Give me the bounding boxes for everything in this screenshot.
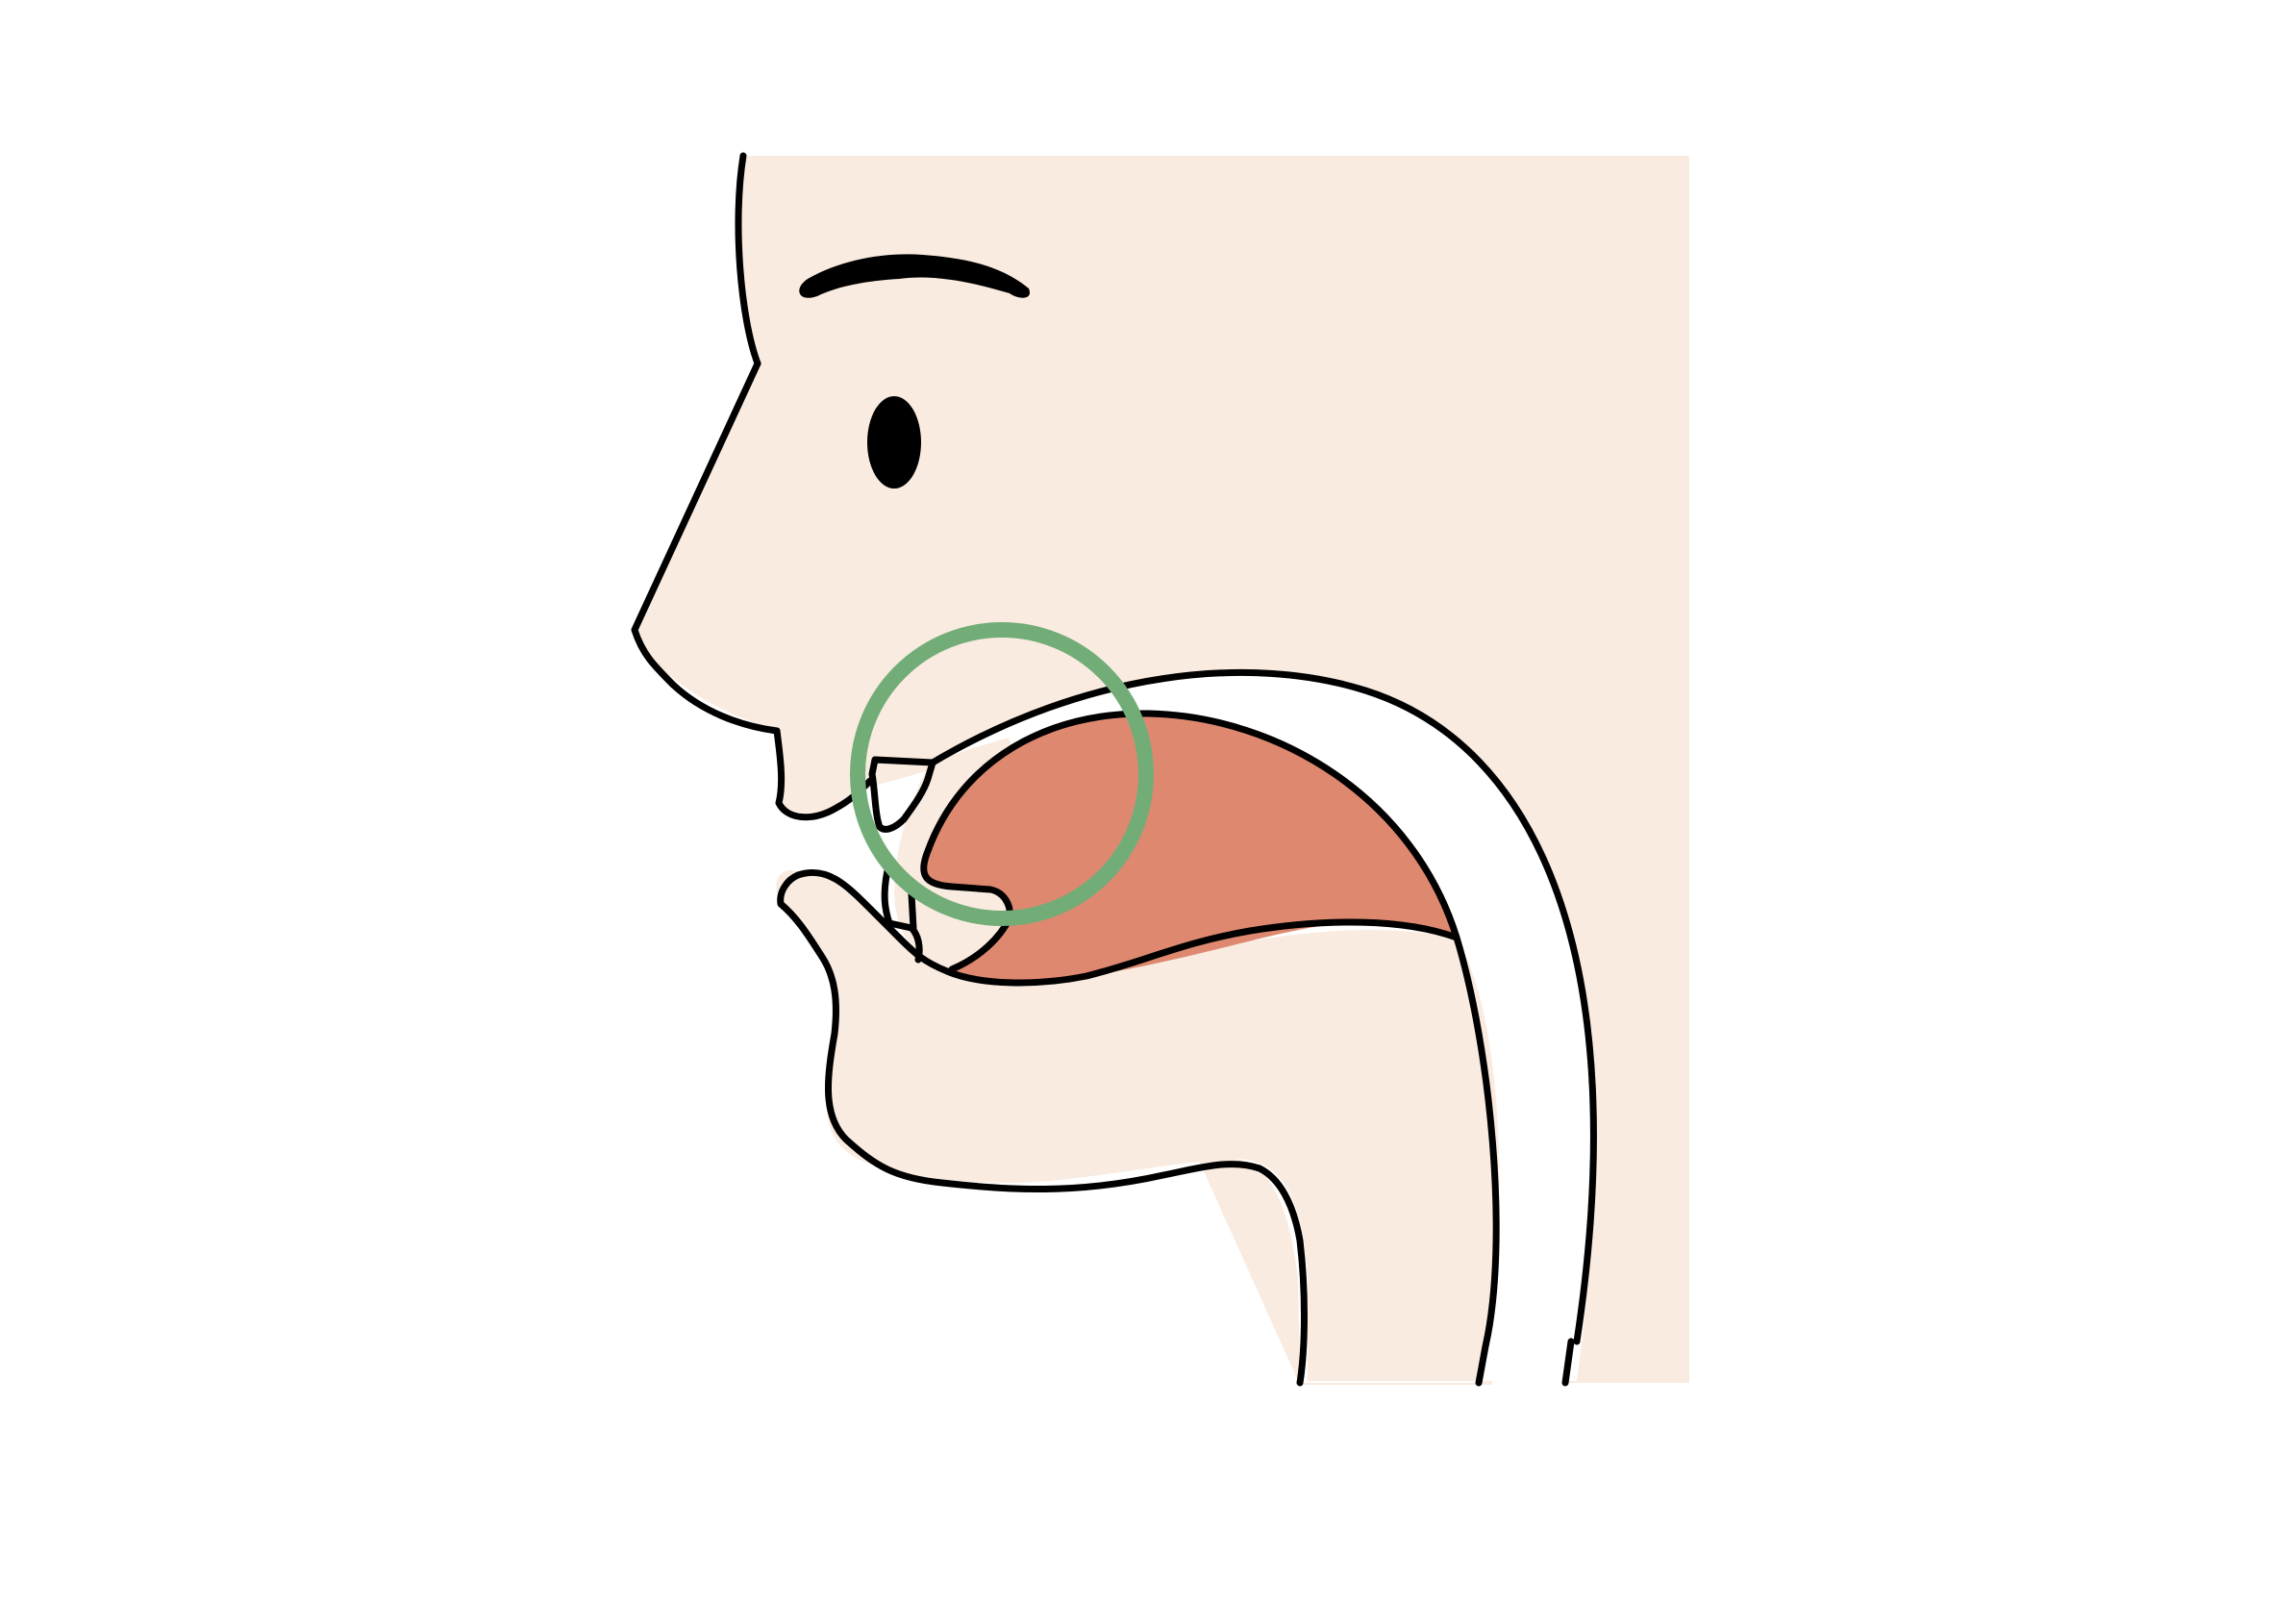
- pharynx-front-outline: [1453, 934, 1500, 1387]
- neck-skin: [1235, 938, 1499, 1381]
- throat-back-outline: [1561, 1338, 1575, 1387]
- palate-outline: [929, 668, 1597, 1345]
- lower-teeth-inner-outline: [908, 890, 917, 932]
- forehead-outline: [735, 152, 761, 367]
- lower-lip-outline: [777, 868, 1308, 1387]
- floor-of-mouth-outline: [895, 918, 1460, 987]
- airway-channel: [933, 673, 1594, 1381]
- eyebrow: [799, 254, 1030, 298]
- eye: [867, 396, 921, 489]
- highlight-circle: [850, 622, 1154, 926]
- outlines: [631, 152, 1597, 1387]
- lower-teeth-outline: [881, 866, 923, 964]
- upper-teeth-outline: [868, 756, 936, 833]
- nose-outline: [631, 360, 781, 735]
